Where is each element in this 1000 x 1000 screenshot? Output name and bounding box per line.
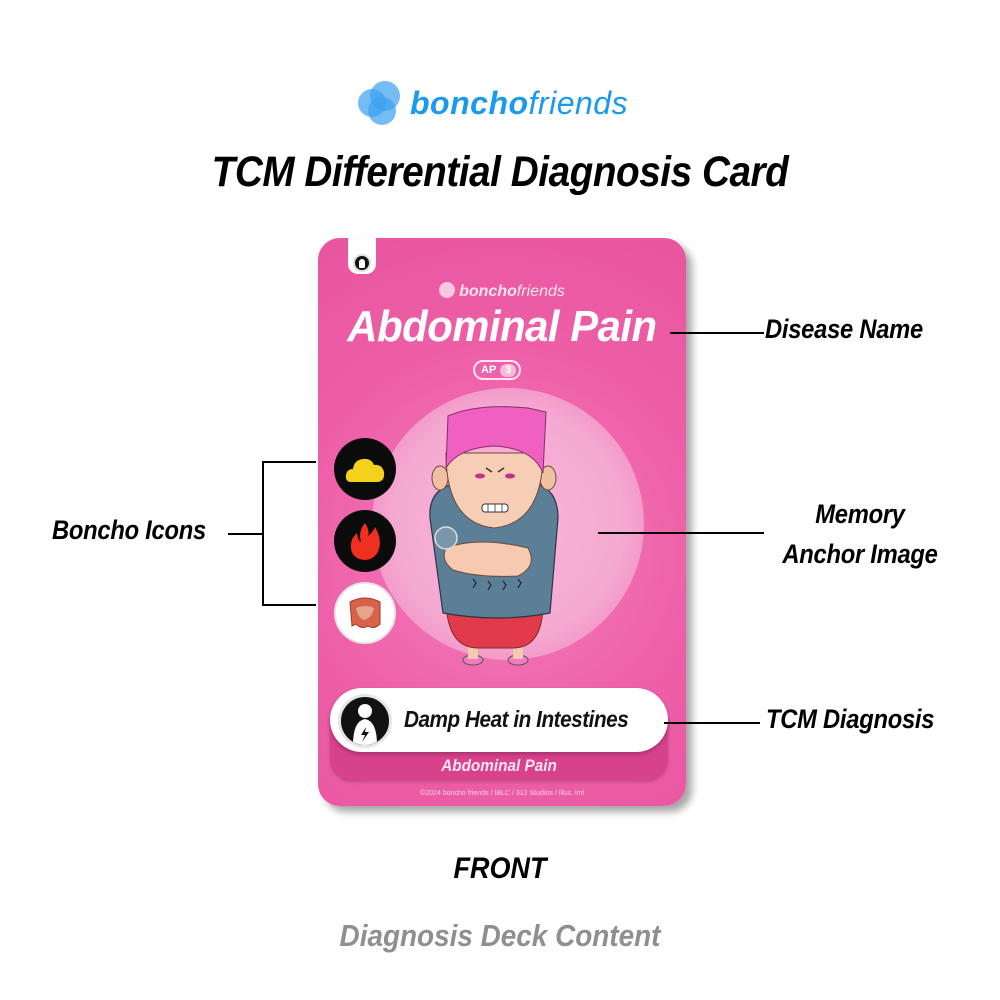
page-title: TCM Differential Diagnosis Card	[211, 148, 789, 196]
card-side-label: FRONT	[453, 852, 547, 885]
intestines-icon	[334, 582, 396, 644]
boncho-icons-bracket-vertical	[262, 461, 264, 606]
boncho-friends-logo: bonchofriends	[358, 80, 628, 126]
callout-tcm-diagnosis: TCM Diagnosis	[766, 704, 935, 734]
memory-anchor-character-image	[429, 406, 559, 666]
callout-boncho-icons: Boncho Icons	[52, 515, 206, 545]
person-tab-icon	[353, 254, 371, 272]
tcm-diagnosis-connector	[664, 722, 760, 724]
boncho-icons-connector	[228, 533, 263, 535]
callout-disease-name: Disease Name	[765, 314, 923, 344]
logo-text-bold: boncho	[410, 84, 529, 121]
card-logo-bold: boncho	[459, 283, 517, 300]
disease-name-connector	[670, 332, 764, 334]
diagnosis-card: bonchofriends Abdominal Pain AP 3	[318, 238, 686, 806]
badge-number: 3	[500, 363, 517, 377]
callout-memory-anchor: Memory Anchor Image	[768, 494, 953, 574]
tcm-diagnosis-text: Damp Heat in Intestines	[404, 706, 629, 732]
card-brand-logo: bonchofriends	[318, 282, 686, 301]
logo-bubbles-icon	[358, 81, 404, 125]
heat-fire-icon	[334, 510, 396, 572]
memory-anchor-connector	[598, 532, 764, 534]
body-lightning-icon	[338, 694, 392, 748]
logo-text-light: friends	[528, 84, 629, 121]
diagnosis-subtitle: Abdominal Pain	[441, 756, 557, 775]
callout-memory-anchor-line2: Anchor Image	[782, 539, 938, 569]
dampness-cloud-icon	[334, 438, 396, 500]
copyright-text: ©2024 boncho friends / IBLC / 312 Studio…	[420, 790, 584, 797]
disease-name: Abdominal Pain	[347, 302, 657, 351]
deck-label: Diagnosis Deck Content	[339, 918, 661, 953]
boncho-icons-bracket-bottom	[262, 604, 316, 606]
card-logo-light: friends	[516, 283, 565, 300]
boncho-icons-bracket-top	[262, 461, 316, 463]
callout-memory-anchor-line1: Memory	[815, 499, 905, 529]
boncho-icons-column	[334, 438, 396, 654]
card-code-badge: AP 3	[473, 360, 522, 380]
badge-code: AP	[481, 364, 497, 376]
card-logo-bubble-icon	[439, 282, 456, 298]
